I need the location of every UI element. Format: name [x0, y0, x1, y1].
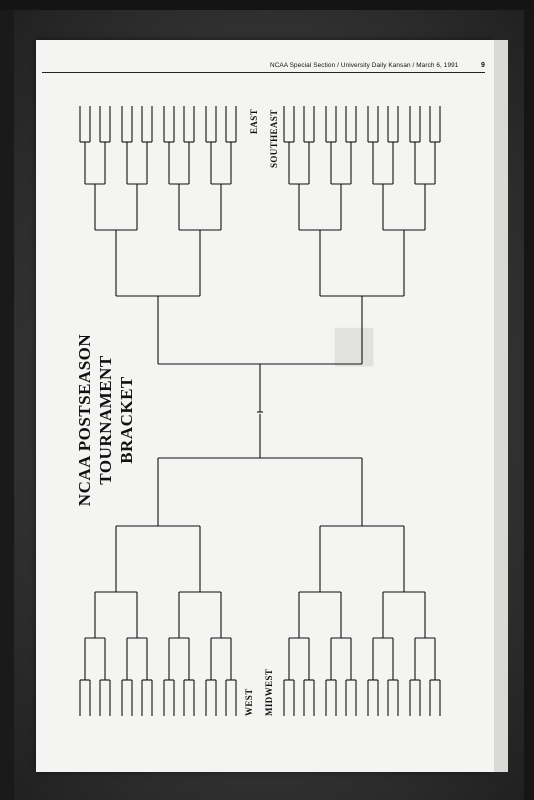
page-number: 9	[481, 62, 485, 69]
film-edge-left	[0, 0, 14, 800]
page-header: NCAA Special Section / University Daily …	[270, 62, 485, 69]
region-label-west: WEST	[244, 688, 254, 716]
region-label-east: EAST	[249, 108, 259, 134]
newspaper-page	[36, 40, 494, 772]
region-label-southeast: SOUTHEAST	[269, 109, 279, 168]
bracket-title: NCAA POSTSEASON TOURNAMENT BRACKET	[74, 280, 137, 560]
film-edge-right	[524, 0, 534, 800]
region-label-midwest: MIDWEST	[264, 668, 274, 716]
page-edge-strip	[494, 40, 508, 772]
bracket-title-line1: NCAA POSTSEASON TOURNAMENT	[75, 333, 115, 507]
header-rule	[42, 72, 485, 73]
film-edge-top	[0, 0, 534, 10]
bracket-title-line2: BRACKET	[117, 376, 136, 464]
header-caption: NCAA Special Section / University Daily …	[270, 62, 459, 69]
